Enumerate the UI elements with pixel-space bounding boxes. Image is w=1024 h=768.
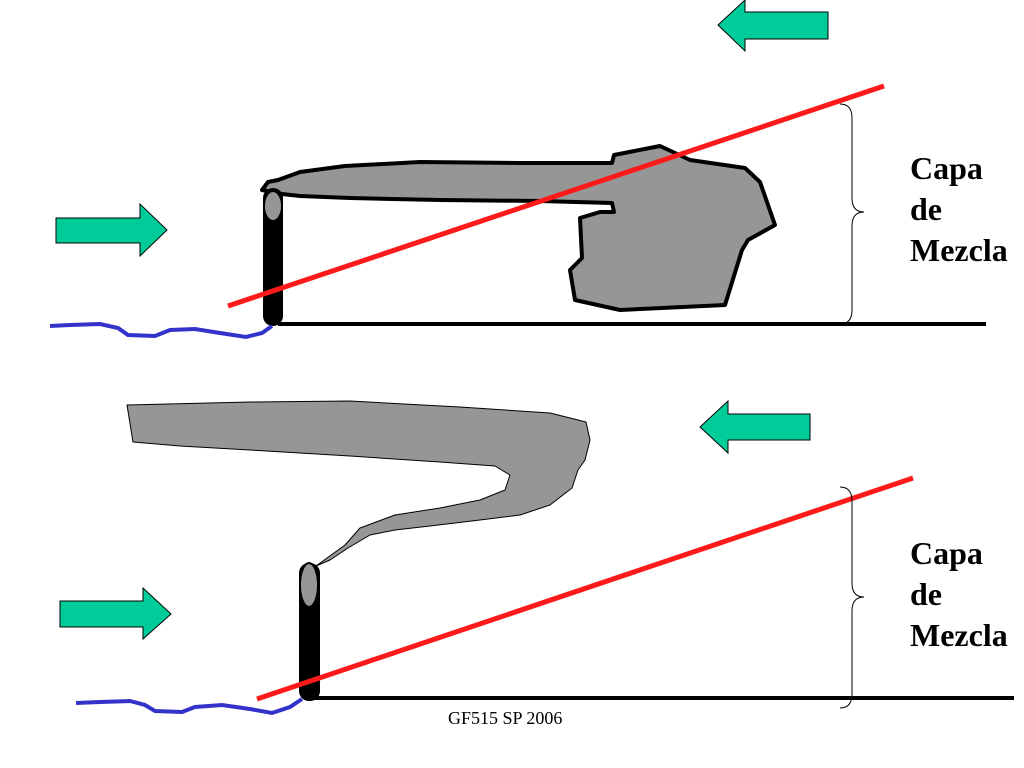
- inversion-line: [256, 475, 914, 702]
- wind-arrow-left-icon: [717, 0, 829, 53]
- mixing-layer-label-bottom: Capa de Mezcla: [910, 533, 1008, 656]
- river-icon: [49, 321, 274, 340]
- mixing-layer-label-top: Capa de Mezcla: [910, 148, 1008, 271]
- brace-icon: [839, 103, 865, 325]
- brace-icon: [839, 486, 865, 709]
- stack-top: [299, 562, 319, 608]
- bottom-panel: [59, 399, 1014, 716]
- top-panel: [49, 0, 986, 340]
- footer-text: GF515 SP 2006: [448, 708, 563, 728]
- inversion-line: [227, 83, 885, 309]
- wind-arrow-left-icon: [699, 399, 811, 455]
- wind-arrow-right-icon: [59, 586, 172, 641]
- wind-arrow-right-icon: [55, 202, 168, 258]
- label-line: Capa: [910, 535, 983, 571]
- label-line: Mezcla: [910, 617, 1008, 653]
- river-icon: [75, 697, 304, 716]
- label-line: Mezcla: [910, 232, 1008, 268]
- label-line: de: [910, 191, 942, 227]
- plume-fumigation: [260, 144, 777, 312]
- label-line: Capa: [910, 150, 983, 186]
- plume-lofting: [126, 400, 591, 567]
- stack-top: [263, 190, 283, 222]
- label-line: de: [910, 576, 942, 612]
